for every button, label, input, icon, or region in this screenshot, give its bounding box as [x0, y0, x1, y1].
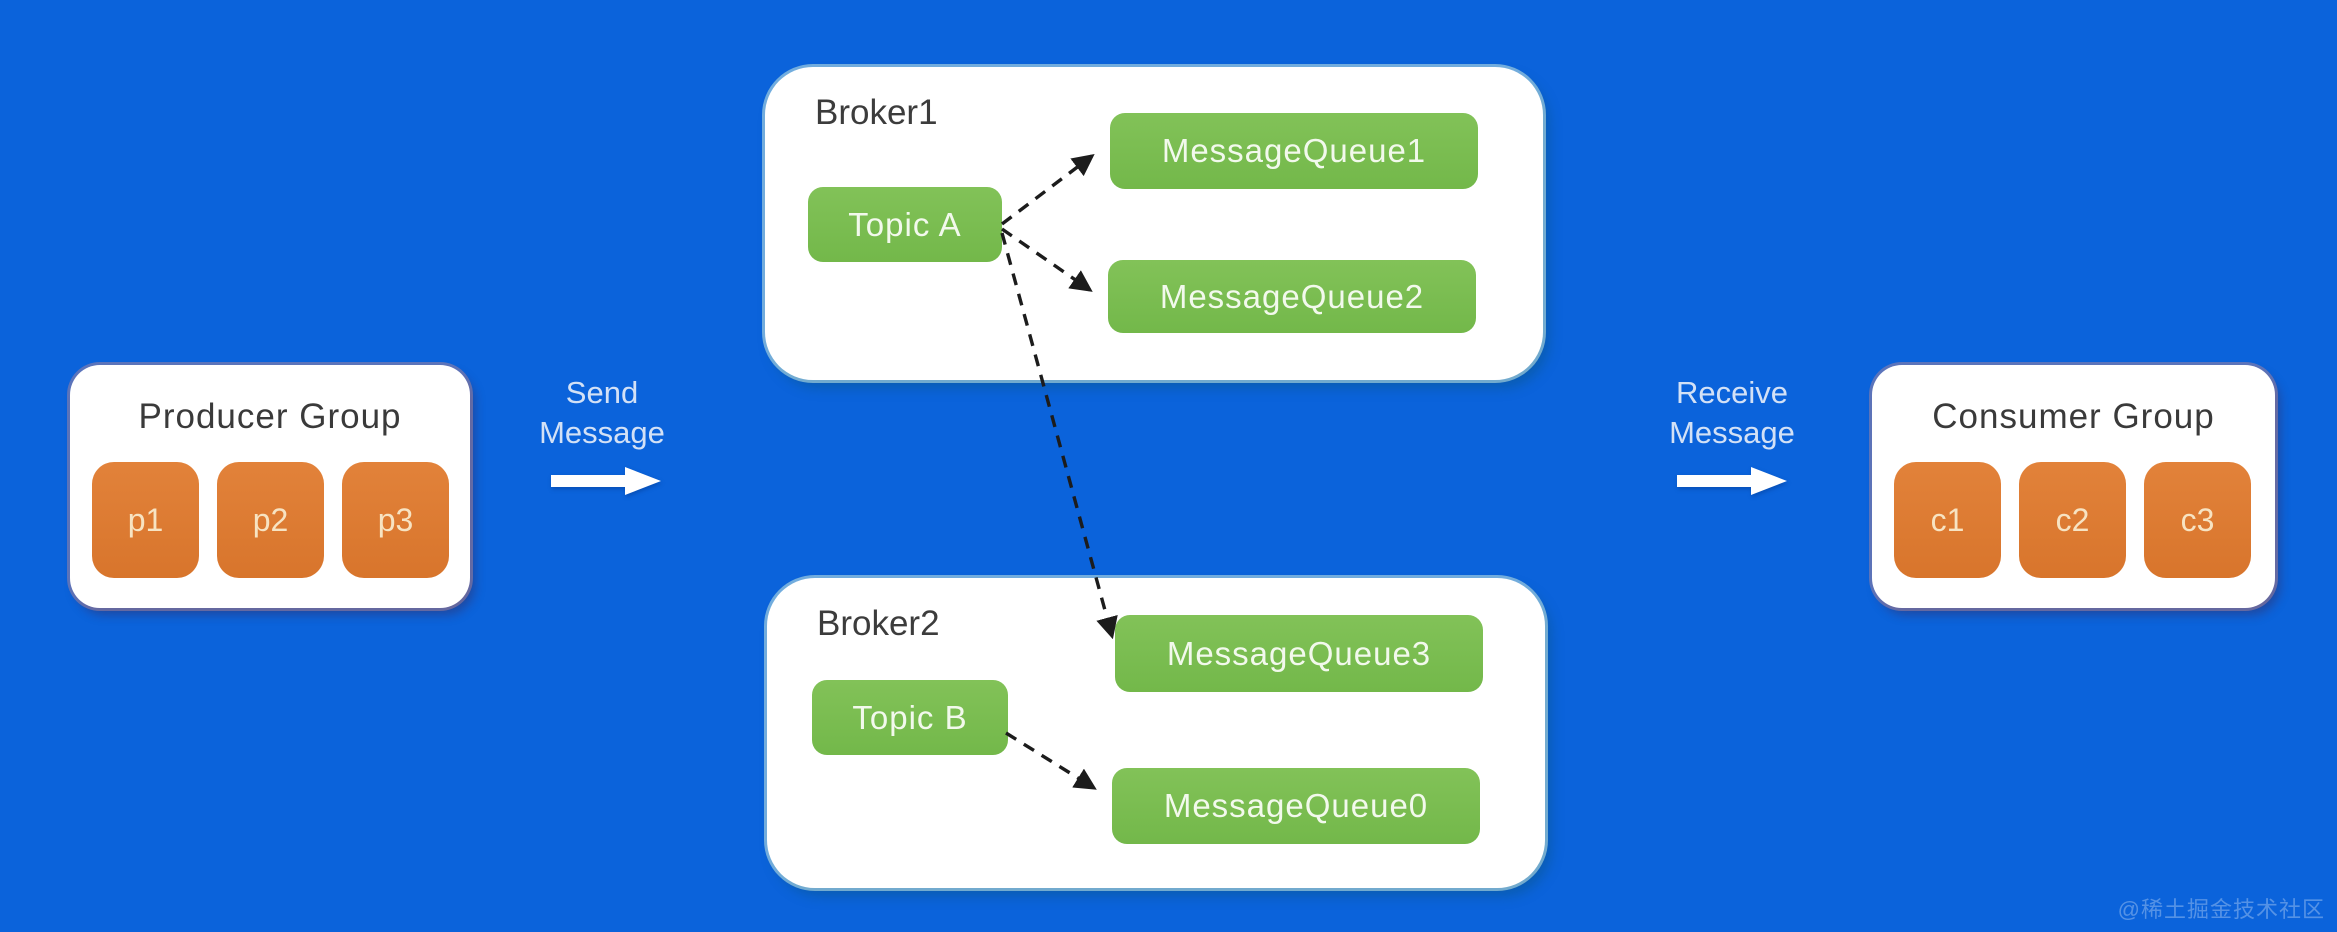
producer-group-title: Producer Group [138, 397, 402, 436]
producer-p1: p1 [92, 462, 199, 578]
send-message-label: Send Message [512, 373, 692, 454]
broker1-title: Broker1 [815, 93, 938, 132]
consumer-items-row: c1 c2 c3 [1894, 462, 2251, 578]
message-queue-1-box: MessageQueue1 [1110, 113, 1478, 189]
producer-p3: p3 [342, 462, 449, 578]
consumer-c1: c1 [1894, 462, 2001, 578]
broker2-title: Broker2 [817, 604, 940, 643]
send-arrow-icon [551, 467, 661, 495]
producer-items-row: p1 p2 p3 [92, 462, 449, 578]
consumer-group-title: Consumer Group [1932, 397, 2215, 436]
broker2-box: Broker2 MessageQueue3 Topic B MessageQue… [767, 578, 1545, 888]
producer-group-box: Producer Group p1 p2 p3 [70, 365, 470, 608]
message-queue-3-box: MessageQueue3 [1115, 615, 1483, 692]
message-queue-0-box: MessageQueue0 [1112, 768, 1480, 844]
watermark-text: @稀土掘金技术社区 [2117, 897, 2325, 922]
receive-message-line2: Message [1669, 415, 1795, 451]
consumer-group-box: Consumer Group c1 c2 c3 [1872, 365, 2275, 608]
receive-message-label: Receive Message [1642, 373, 1822, 454]
consumer-c2: c2 [2019, 462, 2126, 578]
message-queue-2-box: MessageQueue2 [1108, 260, 1476, 333]
receive-message-line1: Receive [1676, 375, 1788, 410]
send-message-line2: Message [539, 415, 665, 451]
topic-a-box: Topic A [808, 187, 1002, 262]
topic-b-box: Topic B [812, 680, 1008, 755]
producer-p2: p2 [217, 462, 324, 578]
consumer-c3: c3 [2144, 462, 2251, 578]
receive-arrow-icon [1677, 467, 1787, 495]
broker1-box: Broker1 Topic A MessageQueue1 MessageQue… [765, 67, 1543, 380]
send-message-line1: Send [565, 375, 639, 410]
